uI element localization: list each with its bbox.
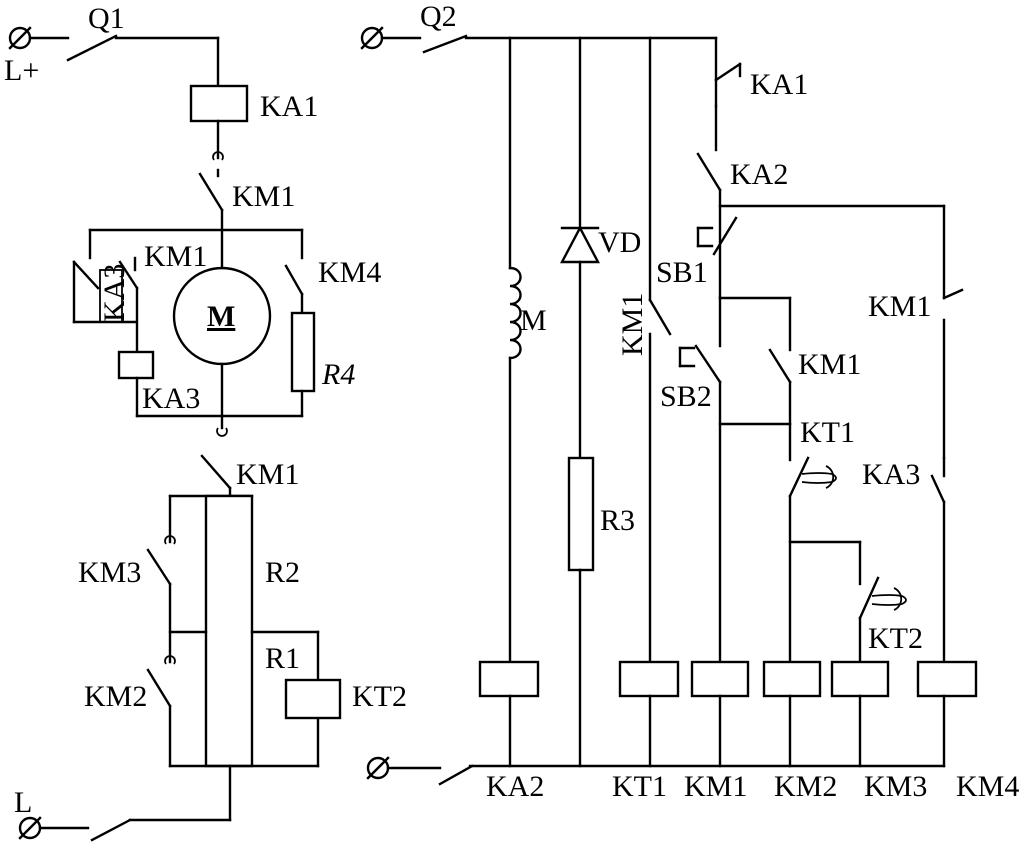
ka3-contact-label: KA3 — [98, 264, 131, 322]
km4-contact-label: KM4 — [318, 256, 381, 289]
km1-side-contact — [942, 288, 964, 300]
coil-label-km2: KM2 — [774, 770, 837, 803]
vd-label: VD — [598, 226, 641, 259]
r4-resistor — [290, 311, 316, 393]
coil-label-km4: KM4 — [956, 770, 1019, 803]
km1-contact-b — [118, 260, 139, 290]
terminal-l — [18, 816, 90, 840]
sb1-button — [712, 216, 738, 256]
terminal-top-right — [360, 26, 422, 50]
left-circuit: L+ Q1 KA1 KM1 KA3 KM1 — [4, 2, 407, 842]
ka2-contact-label: KA2 — [730, 158, 788, 191]
kt1-coil — [618, 660, 680, 698]
lplus-label: L+ — [4, 54, 39, 87]
km3-contact-label: KM3 — [78, 556, 141, 589]
km1-vertical-contact — [648, 298, 672, 336]
q2-label: Q2 — [420, 0, 457, 33]
r1-label: R1 — [265, 642, 300, 675]
r3-resistor — [567, 456, 595, 572]
km4-coil — [916, 660, 978, 698]
km1-side-label: KM1 — [868, 290, 931, 323]
coil-label-km3: KM3 — [864, 770, 927, 803]
km2-coil — [762, 660, 822, 698]
km2-contact-label: KM2 — [84, 680, 147, 713]
coil-label-kt1: KT1 — [612, 770, 667, 803]
r2-resistor — [204, 494, 254, 768]
km1-contact-a — [198, 172, 224, 212]
ka2-coil — [478, 660, 540, 698]
ka1-coil — [189, 84, 249, 123]
vd-diode — [560, 225, 600, 264]
km3-coil — [830, 660, 890, 698]
km1-mid-label: KM1 — [798, 348, 861, 381]
q2-switch — [422, 34, 468, 54]
coil-label-ka2: KA2 — [486, 770, 544, 803]
motor-label: M — [207, 300, 235, 333]
km1-contact-a-arc — [212, 151, 224, 161]
sb1-label: SB1 — [656, 256, 708, 289]
km1-contact-b-label: KM1 — [144, 240, 207, 273]
kt2-contact-label: KT2 — [868, 622, 923, 655]
km1-mid-contact — [768, 348, 792, 384]
bottom-switch — [438, 764, 474, 786]
ka1-coil-label: KA1 — [260, 90, 318, 123]
kt1-contact — [788, 456, 810, 498]
km2-contact — [146, 668, 172, 708]
coil-label-km1: KM1 — [684, 770, 747, 803]
right-circuit: Q2 M VD R3 KM1 KA1 KA2 — [360, 0, 1019, 803]
sb2-button — [694, 344, 722, 384]
terminal-bottom-right — [366, 756, 442, 780]
km1-vertical-label: KM1 — [616, 293, 649, 356]
terminal-lplus — [8, 26, 70, 50]
ka3-contact — [72, 260, 100, 290]
ka3-coil — [117, 350, 155, 380]
q1-label: Q1 — [88, 2, 125, 35]
kt1-label: KT1 — [800, 416, 855, 449]
kt2-contact — [858, 576, 880, 620]
ka1-contact — [714, 62, 742, 82]
ka2-contact — [696, 152, 722, 192]
kt2-coil — [284, 678, 342, 720]
l-label: L — [14, 786, 32, 819]
sb2-label: SB2 — [660, 380, 712, 413]
km1-coil — [690, 660, 750, 698]
ka1-contact-label: KA1 — [750, 68, 808, 101]
m-inductor-label: M — [520, 304, 547, 337]
km1-contact-c-label: KM1 — [236, 458, 299, 491]
km1-contact-c — [200, 454, 232, 490]
ka3-right-label: KA3 — [862, 458, 920, 491]
ka3-right-contact — [930, 474, 946, 504]
km3-contact — [146, 548, 172, 586]
km4-contact — [284, 264, 304, 296]
r4-label: R4 — [321, 358, 355, 391]
ka3-coil-label: KA3 — [142, 382, 200, 415]
r2-label: R2 — [265, 556, 300, 589]
kt2-coil-label: KT2 — [352, 680, 407, 713]
r3-label: R3 — [600, 504, 635, 537]
q1-switch — [66, 34, 220, 88]
km1-contact-a-label: KM1 — [232, 180, 295, 213]
m-inductor — [508, 266, 522, 360]
